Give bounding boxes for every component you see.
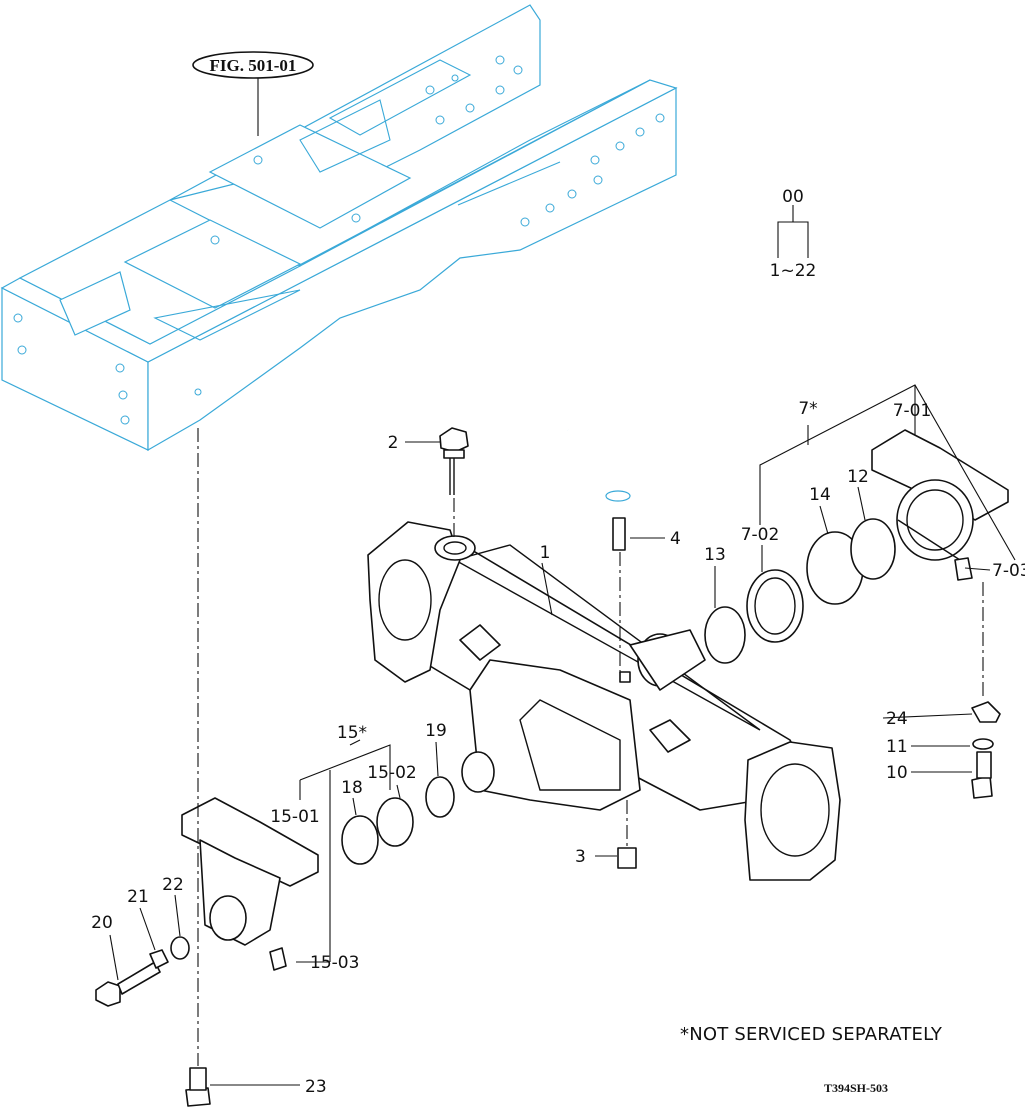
part-callouts: 00 1~22 7* 7-01 7-02 7-03 1 2 4 3 13 14 …	[91, 187, 1025, 1097]
label-p15-03: 15-03	[310, 953, 359, 973]
front-trunnion-bracket	[181, 797, 319, 971]
bushing-15-02	[376, 797, 414, 847]
label-p10: 10	[886, 763, 908, 783]
leader-lines	[109, 205, 1016, 1086]
ring-12	[850, 518, 896, 580]
label-p19: 19	[425, 721, 447, 741]
frame-holes	[13, 55, 665, 425]
label-p13: 13	[704, 545, 726, 565]
label-p14: 14	[809, 485, 831, 505]
drawing-code: T394SH-503	[824, 1081, 888, 1095]
label-p7-01: 7-01	[893, 401, 932, 421]
label-p15-02: 15-02	[367, 763, 416, 783]
label-p11: 11	[886, 737, 908, 757]
label-p7: 7*	[798, 399, 817, 419]
label-p4: 4	[670, 529, 681, 549]
label-p2: 2	[388, 433, 399, 453]
breather-hose	[567, 426, 631, 676]
label-p20: 20	[91, 913, 113, 933]
ring-19	[425, 776, 455, 818]
label-p1: 1	[540, 543, 551, 563]
label-assembly-top: 00	[782, 187, 804, 207]
label-p24: 24	[886, 709, 908, 729]
axle-housing	[367, 521, 841, 881]
label-p18: 18	[341, 778, 363, 798]
label-p23: 23	[305, 1077, 327, 1097]
label-p22: 22	[162, 875, 184, 895]
chassis-frame	[0, 4, 678, 452]
label-p3: 3	[575, 847, 586, 867]
dipstick-plug	[439, 427, 469, 540]
ring-18	[341, 815, 379, 865]
seal-rings	[341, 518, 896, 865]
label-p21: 21	[127, 887, 149, 907]
rear-trunnion-bracket	[871, 429, 1009, 581]
label-p12: 12	[847, 467, 869, 487]
figure-reference-label: FIG. 501-01	[210, 56, 297, 75]
ring-13	[704, 606, 746, 664]
label-p7-03: 7-03	[992, 561, 1025, 581]
label-p15: 15*	[337, 723, 367, 743]
figure-reference[interactable]: FIG. 501-01	[192, 51, 314, 136]
label-p15-01: 15-01	[270, 807, 319, 827]
label-assembly-range: 1~22	[770, 261, 817, 281]
fasteners	[95, 428, 1001, 1107]
drain-plug	[617, 800, 637, 869]
label-p7-02: 7-02	[741, 525, 780, 545]
not-serviced-note: *NOT SERVICED SEPARATELY	[680, 1024, 943, 1045]
bushing-7-02	[746, 569, 804, 643]
